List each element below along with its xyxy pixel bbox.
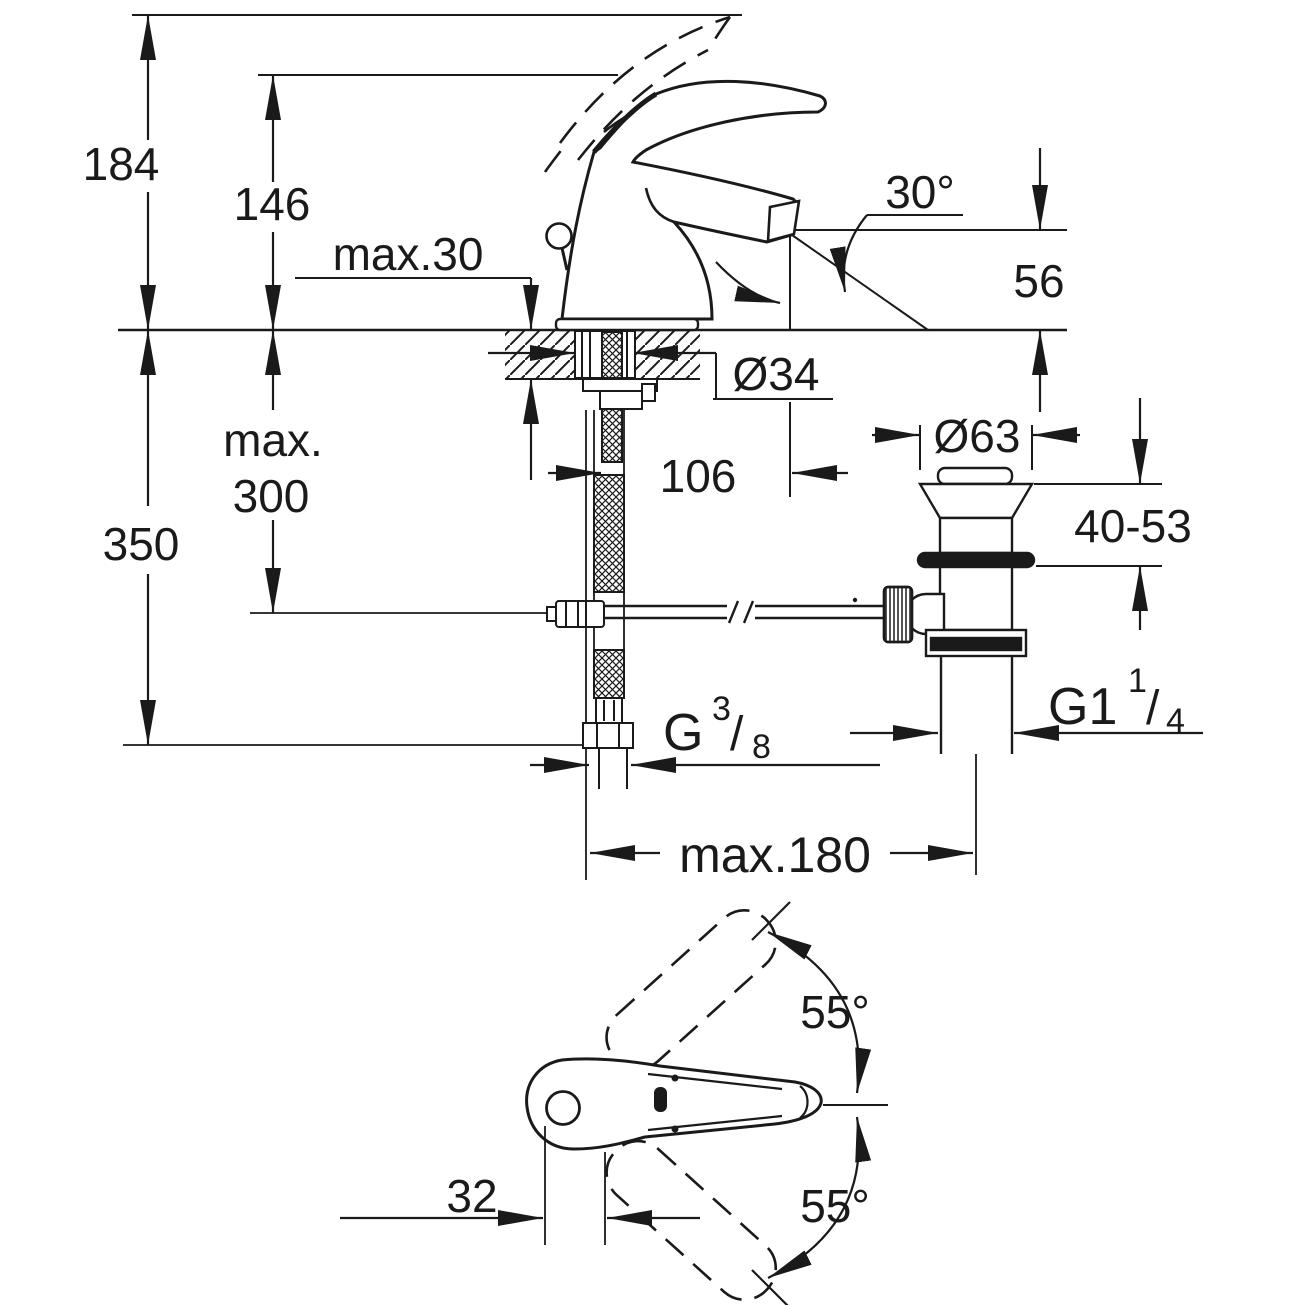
handle-dot-lower [671, 1125, 679, 1133]
popup-drain-assembly [882, 466, 1036, 754]
label-deck-thickness: max.30 [333, 228, 484, 280]
drain-plug-cap [936, 466, 1014, 486]
label-center-distance: max.180 [679, 827, 871, 883]
label-clamp-range: 40-53 [1074, 500, 1192, 552]
hose-braid-lower [593, 649, 625, 699]
rod-detail-dot [852, 597, 858, 603]
dashed-handle-front [543, 143, 568, 173]
mounting-nut [599, 390, 643, 410]
label-body-height: 146 [234, 178, 311, 230]
hose-ferrule [595, 697, 623, 724]
label-spout-angle: 30° [885, 166, 955, 218]
faucet-body-outline [560, 79, 827, 321]
handle-front-edge-bold [592, 91, 658, 154]
arc-55-upper [767, 931, 872, 1094]
rod-clevis [555, 600, 605, 628]
deck-hatch-right [633, 331, 700, 379]
handle-top-inner-line-2 [647, 1114, 783, 1132]
handle-top-inner-line-1 [647, 1072, 783, 1091]
handle-dot-upper [671, 1074, 679, 1082]
dashed-handle-inner-edge [576, 48, 709, 161]
label-below-max-line1: max. [223, 414, 323, 466]
handle-top-outline [525, 1057, 823, 1151]
drain-seal-ring [916, 551, 1036, 569]
label-flange-diameter: Ø63 [934, 410, 1021, 462]
aerator-outlet [766, 199, 801, 243]
drain-body-lower [938, 565, 1014, 632]
pull-rod-knob-top-view [545, 1090, 581, 1126]
label-hose-length: 350 [103, 518, 180, 570]
spout-body-crease [644, 187, 675, 224]
label-overall-height: 184 [83, 138, 160, 190]
hose-braid-upper [593, 474, 625, 593]
under-deck-assembly [546, 330, 884, 789]
handle-swung-down-dashed [605, 1139, 778, 1301]
handle-swung-up-dashed [605, 909, 778, 1071]
dashed-handle-tip [706, 16, 732, 51]
popup-horizontal-rod [604, 600, 884, 624]
label-spout-reach: 106 [660, 450, 737, 502]
escutcheon-base [554, 317, 700, 332]
label-hole-diameter: Ø34 [733, 348, 820, 400]
handle-tip-inner-arc [799, 1085, 809, 1119]
label-waste-thread: G1 1 / 4 [1048, 650, 1185, 740]
water-flow-arrow [715, 261, 781, 305]
tick-55-lower [751, 1269, 789, 1305]
cartridge-slot-mark [654, 1087, 667, 1112]
rod-knurled-knob [882, 585, 914, 644]
label-handle-offset: 32 [446, 1170, 497, 1222]
water-stream-line [791, 234, 929, 331]
mounting-step [641, 383, 656, 402]
angle-30-leader-arrow [829, 214, 868, 293]
label-swing-upper: 55° [800, 986, 870, 1038]
label-below-max-line2: 300 [233, 470, 310, 522]
dimension-labels: 184 146 max.30 30° 56 Ø34 Ø63 106 40-53 … [83, 138, 1192, 1232]
rod-clevis-cap [546, 606, 557, 622]
deck-hatch-left [505, 331, 575, 379]
g38-hex-nut [582, 722, 634, 749]
drain-nut-band [929, 636, 1023, 652]
pull-rod-stem [560, 247, 569, 271]
pull-rod-knob [545, 222, 573, 250]
faucet-side-view [543, 15, 827, 332]
drain-flange [917, 482, 1035, 520]
dimension-lines [140, 15, 1203, 1226]
label-swing-lower: 55° [800, 1180, 870, 1232]
deck-section [505, 331, 700, 379]
label-outlet-height: 56 [1013, 255, 1064, 307]
arc-55-lower [767, 1116, 872, 1279]
handle-top-view [525, 901, 888, 1305]
label-supply-thread: G 3 / 8 [663, 678, 771, 766]
tick-55-upper [751, 901, 791, 941]
drain-body-upper [938, 516, 1014, 555]
